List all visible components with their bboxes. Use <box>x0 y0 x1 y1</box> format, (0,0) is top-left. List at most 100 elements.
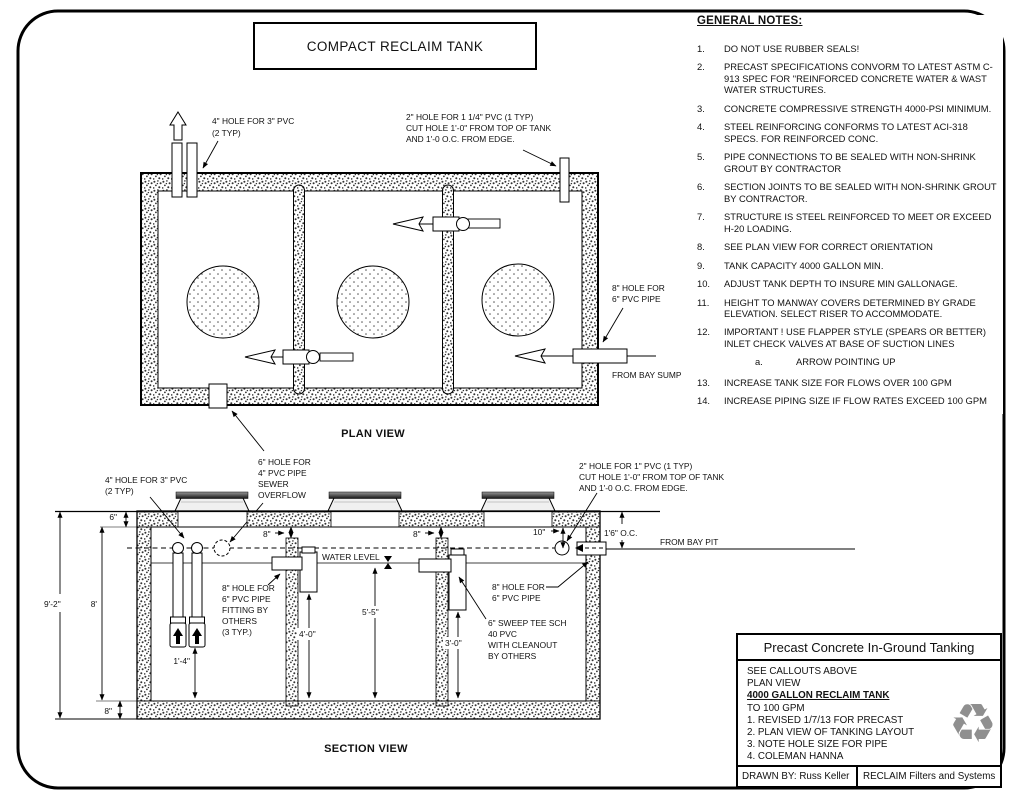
section-concrete <box>136 511 601 720</box>
note-item: 12.IMPORTANT ! USE FLAPPER STYLE (SPEARS… <box>697 326 987 349</box>
drawing-title-box: COMPACT RECLAIM TANK <box>253 22 537 70</box>
section-callout-pvc1-line1: 2" HOLE FOR 1" PVC (1 TYP) <box>579 461 693 471</box>
dim-baffle1-gap: 8" <box>263 529 271 539</box>
dim-top-slab: 6" <box>109 512 117 522</box>
dim-bottom-slab: 8" <box>104 706 112 716</box>
title-block-line1: SEE CALLOUTS ABOVE <box>747 666 857 678</box>
revision-line: 1. REVISED 1/7/13 FOR PRECAST <box>747 714 904 726</box>
note-item: 9.TANK CAPACITY 4000 GALLON MIN. <box>697 259 884 271</box>
note-item: 8.SEE PLAN VIEW FOR CORRECT ORIENTATION <box>697 241 933 253</box>
note-item: 2.PRECAST SPECIFICATIONS CONVORM TO LATE… <box>697 61 993 96</box>
dim-hole-offset: 10" <box>533 527 545 537</box>
from-bay-pit-label: FROM BAY PIT <box>660 537 718 547</box>
water-level-label: WATER LEVEL <box>322 552 380 562</box>
section-callout-hole8-line1: 8" HOLE FOR <box>492 582 545 592</box>
note-item: 14.INCREASE PIPING SIZE IF FLOW RATES EX… <box>697 395 987 407</box>
dim-foot-clearance: 1'-4" <box>173 656 190 666</box>
revision-line: 2. PLAN VIEW OF TANKING LAYOUT <box>747 726 915 738</box>
section-callout-pvc3-line1: 4" HOLE FOR 3" PVC <box>105 475 187 485</box>
up-flow-arrow-icon <box>169 111 187 141</box>
note-item: 7.STRUCTURE IS STEEL REINFORCED TO MEET … <box>697 211 992 234</box>
plan-callout-overflow-line3: SEWER <box>258 479 289 489</box>
plan-callout-overflow-line4: OVERFLOW <box>258 490 306 500</box>
suction-pipe-2 <box>188 542 206 648</box>
section-callout-fitting-line5: (3 TYP.) <box>222 627 252 637</box>
plan-manway-2 <box>336 265 410 339</box>
title-block-footer: DRAWN BY: Russ Keller RECLAIM Filters an… <box>738 765 1000 786</box>
note-subitem: a.ARROW POINTING UP <box>755 356 896 368</box>
section-callout-sweep-line3: WITH CLEANOUT <box>488 640 557 650</box>
dim-inner-height: 8' <box>91 599 98 609</box>
sweep-tee-1 <box>271 546 318 593</box>
plan-pvc3-pipe-1 <box>171 142 183 198</box>
section-callout-sweep-line2: 40 PVC <box>488 629 517 639</box>
plan-pvc114-pipe <box>559 157 570 203</box>
inlet-from-bay-pit <box>554 540 855 556</box>
section-interior-outline <box>150 526 587 702</box>
note-item: 13.INCREASE TANK SIZE FOR FLOWS OVER 100… <box>697 376 952 388</box>
title-block-title: Precast Concrete In-Ground Tanking <box>738 635 1000 662</box>
plan-callout-hole8-line1: 8" HOLE FOR <box>612 283 665 293</box>
title-block: Precast Concrete In-Ground Tanking SEE C… <box>736 633 1002 788</box>
water-level-valve-icon <box>384 556 392 569</box>
plan-callout-pvc3-line2: (2 TYP) <box>212 128 241 138</box>
section-tank-outline <box>136 510 601 720</box>
section-view: 4" HOLE FOR 3" PVC (2 TYP) 2" HOLE FOR 1… <box>44 461 855 755</box>
note-item: 11.HEIGHT TO MANWAY COVERS DETERMINED BY… <box>697 296 976 319</box>
plan-from-bay-sump-label: FROM BAY SUMP <box>612 370 682 380</box>
plan-callout-hole8-line2: 6" PVC PIPE <box>612 294 661 304</box>
plan-baffle-1 <box>293 184 305 395</box>
dim-water-depth: 5'-5" <box>362 607 379 617</box>
company-name: RECLAIM Filters and Systems <box>863 771 996 783</box>
section-callout-pvc1-line2: CUT HOLE 1'-0" FROM TOP OF TANK <box>579 472 725 482</box>
dim-overall-height: 9'-2" <box>44 599 61 609</box>
plan-inlet-from-bay-sump <box>514 348 656 364</box>
drawn-by: DRAWN BY: Russ Keller <box>738 767 858 786</box>
revision-line: 4. COLEMAN HANNA <box>747 751 844 763</box>
plan-overflow-hole <box>208 383 228 409</box>
section-callout-fitting-line3: FITTING BY <box>222 605 268 615</box>
note-item: 3.CONCRETE COMPRESSIVE STRENGTH 4000-PSI… <box>697 102 992 114</box>
dim-baffle2-drop: 3'-0" <box>445 638 462 648</box>
note-item: 5.PIPE CONNECTIONS TO BE SEALED WITH NON… <box>697 151 976 174</box>
section-callout-fitting-line2: 6" PVC PIPE <box>222 594 271 604</box>
note-item: 1.DO NOT USE RUBBER SEALS! <box>697 43 860 54</box>
title-block-body: SEE CALLOUTS ABOVE PLAN VIEW 4000 GALLON… <box>738 661 1000 765</box>
dim-baffle1-drop: 4'-0" <box>299 629 316 639</box>
section-leader-lines <box>149 492 598 620</box>
plan-manway-1 <box>186 265 260 339</box>
section-callout-pvc3-line2: (2 TYP) <box>105 486 134 496</box>
note-item: 6.SECTION JOINTS TO BE SEALED WITH NON-S… <box>697 181 997 204</box>
check-valve-up-arrow-icon <box>173 628 183 644</box>
suction-pipe-1 <box>169 542 187 648</box>
sweep-tee-2 <box>418 548 467 611</box>
plan-callout-pvc114-line3: AND 1'-0 O.C. FROM EDGE. <box>406 134 515 144</box>
plan-view: 4" HOLE FOR 3" PVC (2 TYP) 2" HOLE FOR 1… <box>140 111 682 543</box>
plan-callout-overflow-line1: 6" HOLE FOR <box>258 457 311 467</box>
plan-baffle-2 <box>442 184 454 395</box>
plan-manway-3 <box>481 263 555 337</box>
tank-capacity: TO 100 GPM <box>747 702 805 714</box>
check-valve-up-arrow-icon <box>192 628 202 644</box>
plan-callout-pvc114-line1: 2" HOLE FOR 1 1/4" PVC (1 TYP) <box>406 112 533 122</box>
manway-cover-1 <box>174 491 250 512</box>
plan-flow-arrow-lower <box>244 349 354 365</box>
plan-flow-arrow-upper <box>392 216 501 232</box>
section-callout-fitting-line1: 8" HOLE FOR <box>222 583 275 593</box>
overflow-hole-dashed <box>213 539 231 557</box>
recycle-icon: ♻ <box>948 694 997 755</box>
manway-cover-3 <box>480 491 556 512</box>
dimension-lines <box>57 511 625 720</box>
section-callout-sweep-line1: 6" SWEEP TEE SCH <box>488 618 567 628</box>
plan-callout-pvc3-line1: 4" HOLE FOR 3" PVC <box>212 116 294 126</box>
manway-cover-2 <box>327 491 403 512</box>
section-callout-fitting-line4: OTHERS <box>222 616 257 626</box>
general-notes-heading: GENERAL NOTES: <box>697 15 803 27</box>
drawing-title: COMPACT RECLAIM TANK <box>306 38 484 54</box>
revision-line: 3. NOTE HOLE SIZE FOR PIPE <box>747 738 888 750</box>
plan-leader-lines <box>202 140 624 543</box>
plan-callout-pvc114-line2: CUT HOLE 1'-0" FROM TOP OF TANK <box>406 123 552 133</box>
dim-text-backers <box>297 606 473 649</box>
title-block-line2: PLAN VIEW <box>747 678 801 690</box>
